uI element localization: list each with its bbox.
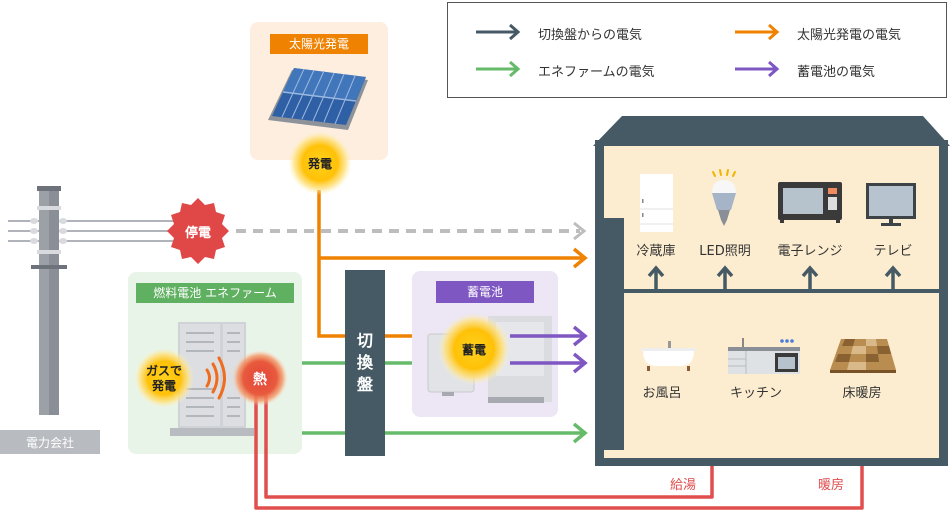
legend-battery: 蓄電池の電気	[797, 65, 876, 80]
floor-heating-icon	[830, 339, 896, 373]
switchboard-char-1: 切	[356, 331, 373, 350]
bathtub-icon	[641, 341, 696, 371]
heat-use-label-kitchen: キッチン	[729, 386, 782, 401]
appliance-label-refrigerator: 冷蔵庫	[636, 244, 676, 259]
tv-icon	[866, 183, 916, 226]
gas-generation-badge-bg	[134, 348, 194, 408]
legend-switchboard: 切換盤からの電気	[538, 28, 643, 43]
solar-electricity-lines	[317, 190, 585, 338]
solar-generation-badge-bg	[288, 131, 352, 195]
refrigerator-icon	[640, 174, 673, 232]
switchboard-char-2: 換	[356, 353, 373, 372]
outage-burst-icon	[167, 198, 229, 264]
appliance-label-tv: テレビ	[873, 244, 913, 259]
heat-use-label-floor-heating: 床暖房	[842, 386, 882, 401]
legend-solar: 太陽光発電の電気	[797, 28, 902, 43]
solar-title-bg	[270, 34, 368, 54]
gray-arrowhead	[573, 221, 587, 241]
legend-enefarm: エネファームの電気	[538, 65, 655, 80]
enefarm-title-bg	[136, 283, 294, 303]
solar-panel-icon	[268, 68, 368, 130]
legend: 切換盤からの電気 太陽光発電の電気 エネファームの電気 蓄電池の電気	[447, 2, 947, 98]
heating-label: 暖房	[817, 478, 844, 493]
switchboard-label: 切 換 盤	[345, 330, 385, 396]
battery-title-bg	[436, 281, 534, 303]
heat-badge-bg	[232, 350, 288, 406]
hot-water-label: 給湯	[669, 478, 696, 493]
green-arrowhead-house	[572, 422, 588, 444]
gas-generation-badge: ガスで 発電	[134, 364, 194, 394]
utility-label-bg	[0, 430, 100, 454]
appliance-distribution-lines	[624, 265, 902, 293]
storage-badge-bg	[438, 313, 510, 385]
led-bulb-icon	[712, 169, 736, 226]
switchboard-char-3: 盤	[356, 375, 373, 394]
heat-badge: 熱	[253, 372, 267, 388]
heat-wave-icon	[205, 356, 226, 400]
enefarm-title: 燃料電池 エネファーム	[153, 286, 277, 300]
utility-company-label: 電力会社	[25, 436, 74, 450]
microwave-icon	[778, 182, 842, 223]
heat-use-label-bath: お風呂	[642, 386, 682, 401]
solar-generation-badge: 発電	[307, 157, 332, 171]
gas-generation-line1: ガスで	[145, 364, 182, 378]
switchboard-bg	[345, 270, 385, 456]
storage-badge: 蓄電	[461, 343, 486, 357]
kitchen-icon	[728, 338, 800, 374]
appliance-label-led: LED照明	[699, 244, 751, 259]
utility-pole-icon	[8, 186, 180, 415]
outage-label: 停電	[184, 226, 211, 241]
legend-arrow-overlay	[476, 23, 780, 78]
battery-title: 蓄電池	[466, 285, 503, 299]
appliance-label-microwave: 電子レンジ	[777, 244, 843, 259]
battery-electricity-lines	[510, 325, 588, 374]
orange-arrowhead-house	[572, 247, 588, 269]
gas-generation-line2: 発電	[151, 379, 176, 393]
solar-title: 太陽光発電	[288, 37, 349, 51]
